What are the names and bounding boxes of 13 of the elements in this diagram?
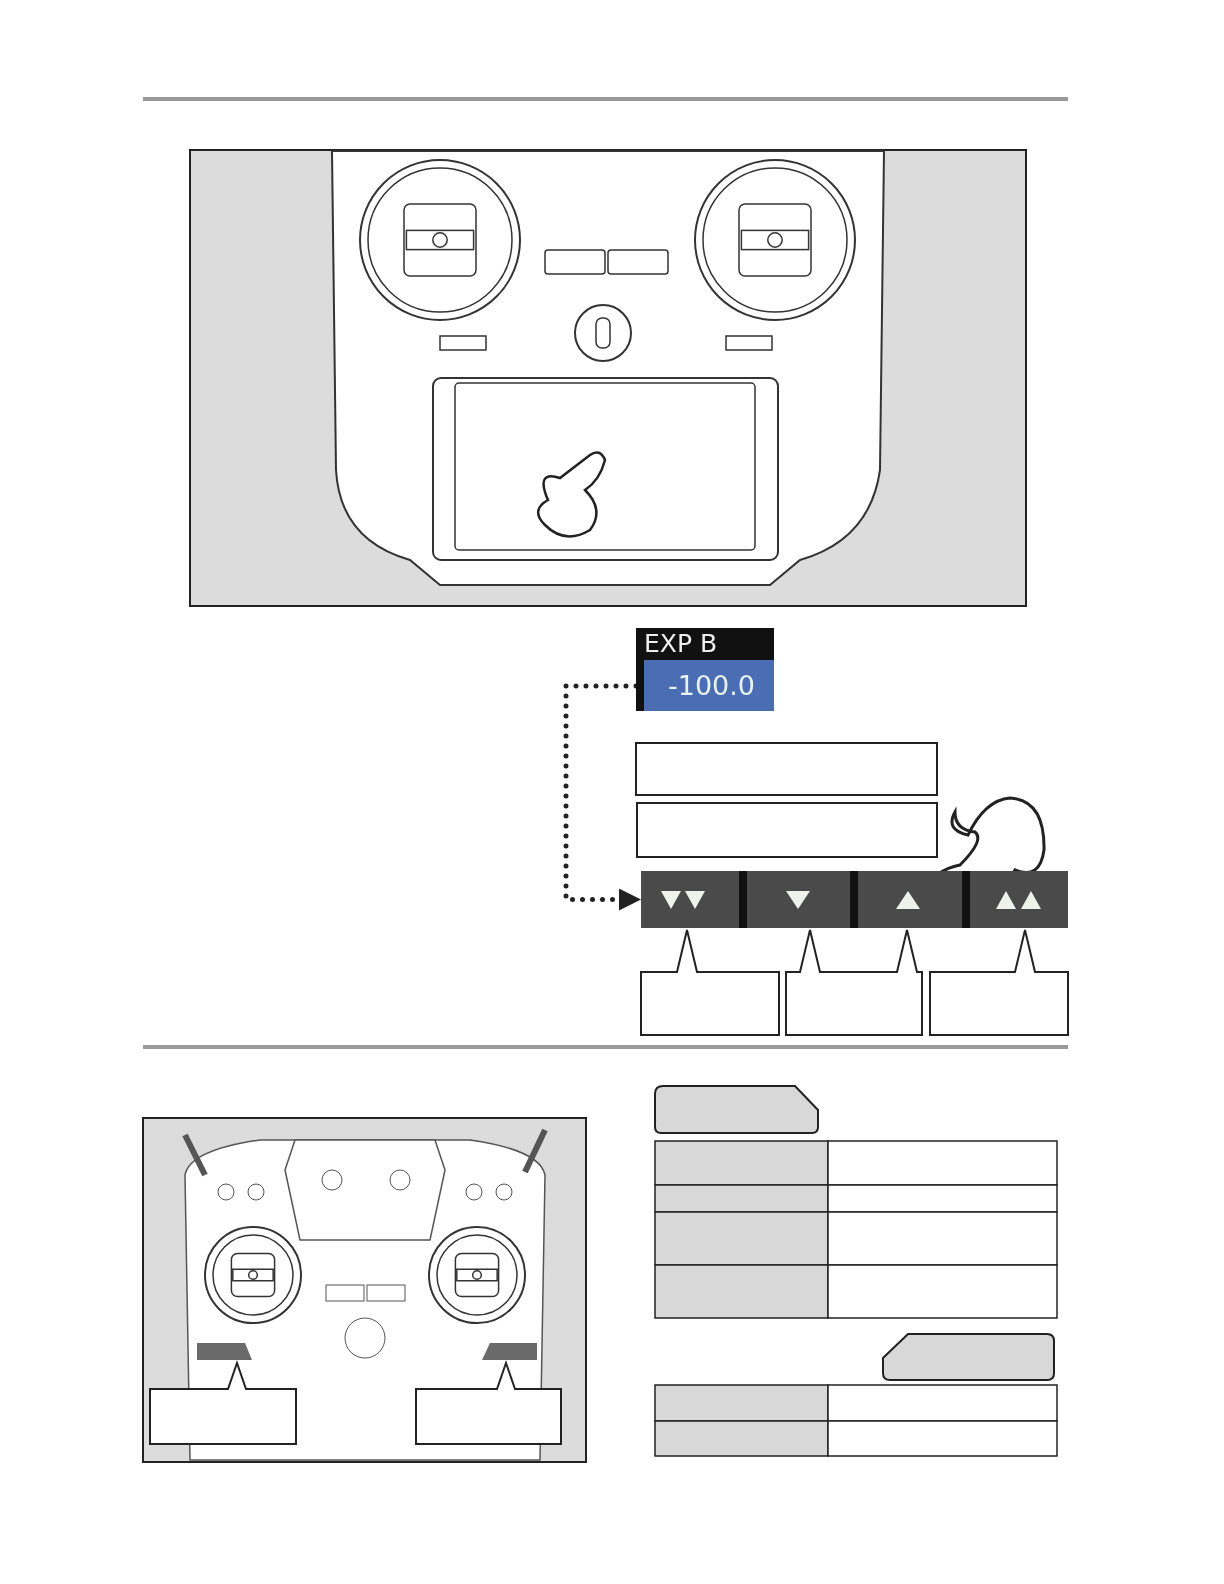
button-bar: [641, 871, 1068, 928]
callout-box: [149, 1359, 297, 1445]
parameter-label: EXP B: [643, 628, 719, 659]
tab-label: [882, 1333, 1055, 1381]
parameter-display: [636, 628, 774, 711]
parameter-value: -100.0: [644, 660, 774, 711]
callout-box: [785, 929, 923, 1036]
empty-box: [635, 742, 938, 796]
tab-label: [654, 1085, 819, 1134]
callout-box: [415, 1359, 562, 1445]
empty-box: [636, 802, 938, 858]
callout-box: [929, 929, 1069, 1036]
callout-box: [640, 929, 780, 1036]
